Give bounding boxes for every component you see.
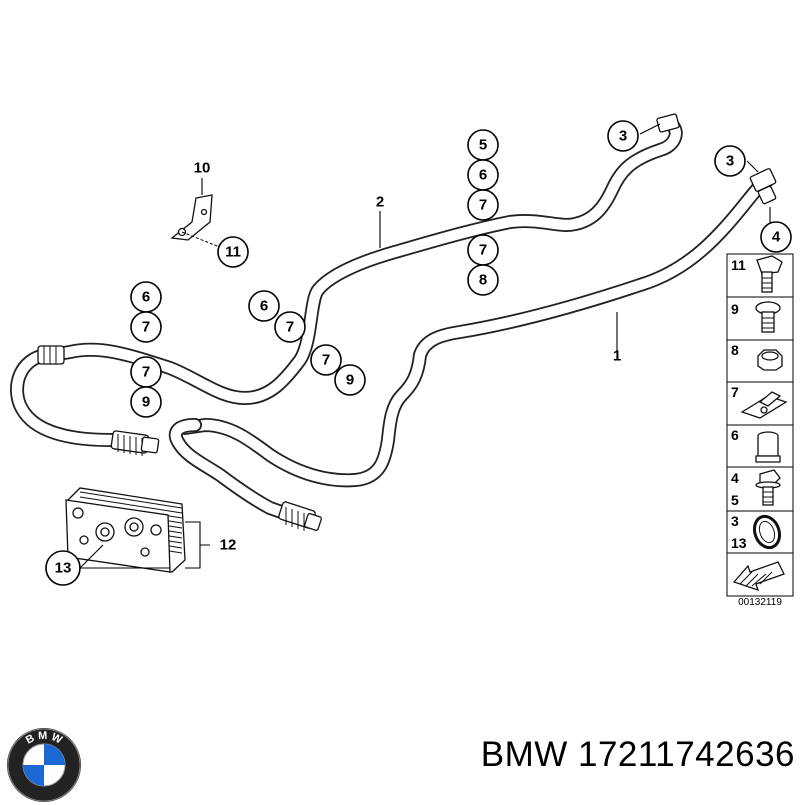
- label-1: 1: [613, 348, 621, 365]
- svg-text:5: 5: [479, 137, 487, 154]
- legend-label: 9: [731, 301, 739, 317]
- callout-7c: 7: [130, 311, 162, 343]
- callout-9b: 9: [334, 364, 366, 396]
- svg-text:8: 8: [479, 272, 487, 289]
- callout-13: 13: [45, 550, 81, 586]
- pipe-2: [33, 118, 683, 405]
- callouts: 3 3 4 5 6 7 7 8: [45, 120, 792, 586]
- svg-text:7: 7: [286, 319, 294, 336]
- legend-label: 4: [731, 470, 739, 486]
- leader-lines: [79, 123, 771, 569]
- hex-bolt-icon: [756, 255, 783, 293]
- pipe-1: [178, 173, 775, 488]
- callout-7a: 7: [467, 189, 499, 221]
- pipe-fittings: [37, 113, 777, 531]
- hex-nut-icon: [757, 349, 783, 371]
- svg-text:3: 3: [619, 128, 627, 145]
- plain-labels: 10 2 1 12: [194, 160, 622, 554]
- svg-text:13: 13: [55, 560, 72, 577]
- brand-caption: BMW 17211742636: [480, 735, 795, 774]
- cooler-hose-left: [10, 348, 137, 449]
- callout-8: 8: [467, 264, 499, 296]
- short-bolt-icon: [755, 301, 781, 333]
- svg-text:B M W: B M W: [24, 730, 65, 747]
- legend-label: 5: [731, 492, 739, 508]
- seal-ring-icon: [752, 514, 782, 550]
- callout-3a: 3: [607, 120, 639, 152]
- svg-text:9: 9: [346, 372, 354, 389]
- callout-7e: 7: [274, 311, 306, 343]
- callout-4: 4: [760, 221, 792, 253]
- oil-cooler: [65, 487, 186, 573]
- svg-text:6: 6: [260, 298, 268, 315]
- callout-5: 5: [467, 129, 499, 161]
- svg-text:9: 9: [142, 394, 150, 411]
- bmw-logo-icon: B M W: [7, 728, 81, 802]
- legend-label: 11: [731, 257, 746, 273]
- arrow-icon: [732, 561, 785, 592]
- parts-legend: 11 9 8 7 6 4 5: [726, 253, 794, 597]
- callout-7b: 7: [467, 234, 499, 266]
- svg-text:7: 7: [142, 364, 150, 381]
- clip-nut-icon: [740, 391, 788, 419]
- svg-text:7: 7: [142, 319, 150, 336]
- callout-6c: 6: [248, 290, 280, 322]
- callout-6b: 6: [130, 281, 162, 313]
- sleeve-nut-icon: [755, 431, 781, 463]
- svg-text:7: 7: [322, 352, 330, 369]
- callout-7d: 7: [130, 356, 162, 388]
- svg-text:7: 7: [479, 242, 487, 259]
- svg-text:6: 6: [142, 289, 150, 306]
- label-12: 12: [220, 537, 237, 554]
- bracket-10: [170, 194, 223, 249]
- label-10: 10: [194, 160, 211, 177]
- legend-label: 7: [731, 384, 739, 400]
- legend-label: 3: [731, 513, 739, 529]
- svg-text:4: 4: [772, 229, 781, 246]
- drawing-number: 00132119: [738, 597, 782, 608]
- legend-label: 6: [731, 427, 739, 443]
- legend-label: 13: [731, 535, 747, 551]
- label-2: 2: [376, 194, 384, 211]
- flange-bolt-icon: [755, 469, 781, 506]
- svg-text:7: 7: [479, 197, 487, 214]
- callout-9a: 9: [130, 386, 162, 418]
- svg-text:11: 11: [225, 244, 241, 261]
- svg-text:3: 3: [726, 153, 734, 170]
- callout-11: 11: [217, 236, 249, 268]
- svg-text:6: 6: [479, 167, 487, 184]
- callout-3b: 3: [714, 145, 746, 177]
- callout-6a: 6: [467, 159, 499, 191]
- cooler-hose-right: [168, 418, 297, 522]
- legend-label: 8: [731, 342, 739, 358]
- callout-7f: 7: [310, 344, 342, 376]
